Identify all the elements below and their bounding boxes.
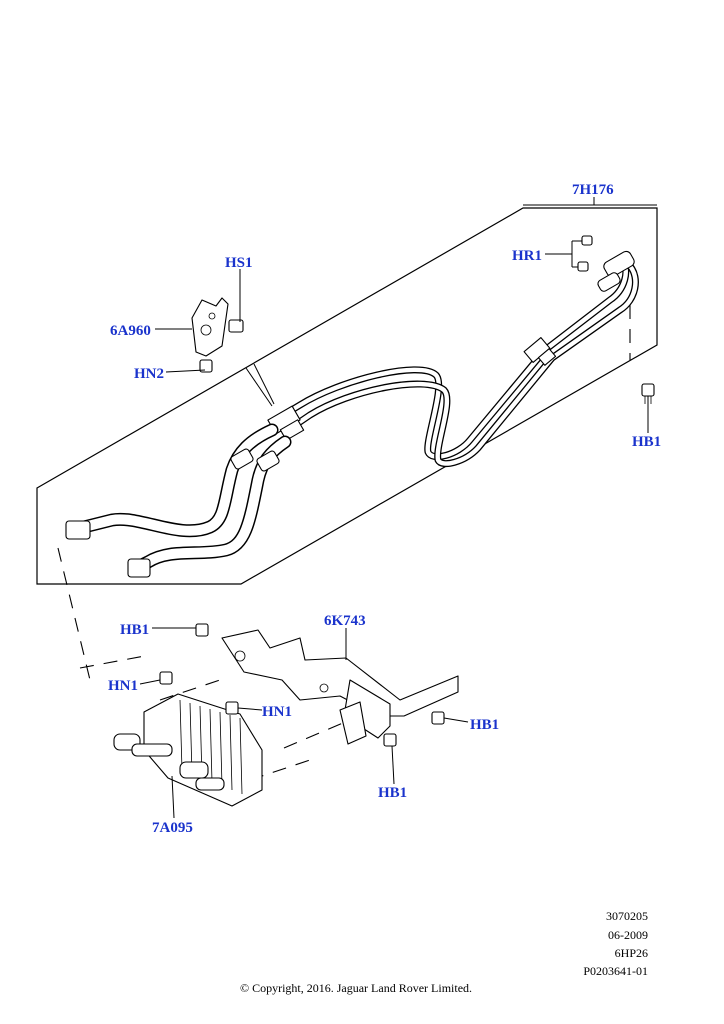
bracket-6a960 [191, 297, 275, 407]
cooler-pipe-7h176 [267, 250, 639, 467]
callout-hb1-right[interactable]: HB1 [470, 717, 499, 733]
tube-assembly-frame [36, 207, 658, 585]
callout-hb1-top[interactable]: HB1 [632, 434, 661, 450]
reference-number: 3070205 [606, 909, 648, 923]
dashed-guide-left [57, 547, 91, 681]
callout-hb1-left[interactable]: HB1 [120, 622, 149, 638]
part-code: P0203641-01 [583, 964, 648, 978]
callout-hn1-mid[interactable]: HN1 [262, 704, 292, 720]
diagram-date: 06-2009 [608, 928, 648, 942]
callout-6a960[interactable]: 6A960 [110, 323, 151, 339]
callout-hn2[interactable]: HN2 [134, 366, 164, 382]
transmission-code: 6HP26 [614, 946, 648, 960]
oil-cooler-7a095 [113, 671, 263, 807]
callout-hr1[interactable]: HR1 [512, 248, 542, 264]
callout-hs1[interactable]: HS1 [225, 255, 253, 271]
dashed-guide-bracket [283, 719, 351, 749]
callout-hn1-left[interactable]: HN1 [108, 678, 138, 694]
callout-7h176[interactable]: 7H176 [572, 182, 614, 198]
bolt-hb1-upper [641, 383, 655, 404]
leader-lines [139, 197, 657, 819]
bracket-6k743 [195, 623, 459, 747]
cooler-hoses [65, 423, 292, 578]
callout-6k743[interactable]: 6K743 [324, 613, 366, 629]
copyright-notice: © Copyright, 2016. Jaguar Land Rover Lim… [239, 981, 473, 995]
callout-7a095[interactable]: 7A095 [152, 820, 193, 836]
callout-hb1-bottom[interactable]: HB1 [378, 785, 407, 801]
bolts-hr1 [577, 235, 593, 272]
